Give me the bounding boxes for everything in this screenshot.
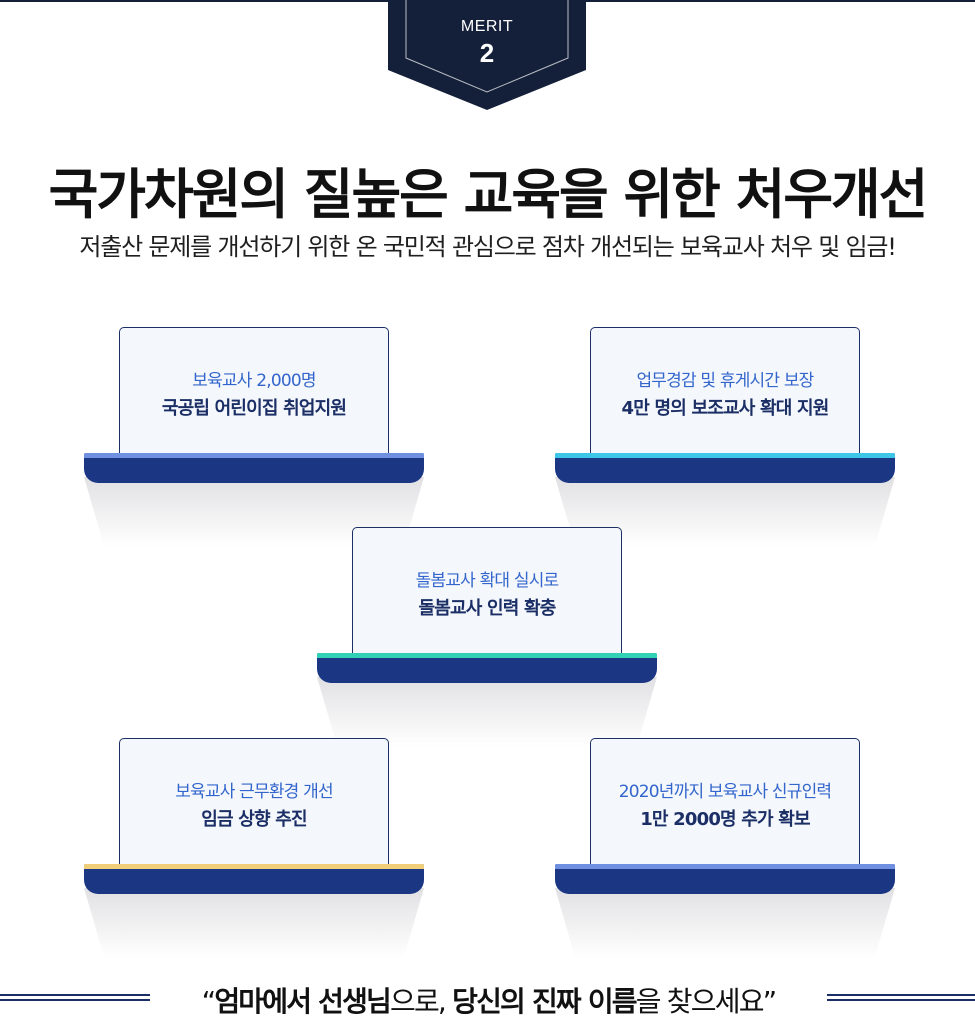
footer-slogan: “엄마에서 선생님으로, 당신의 진짜 이름을 찾으세요” — [0, 974, 975, 1018]
card-headline: 4만 명의 보조교사 확대 지원 — [621, 398, 830, 419]
card-stripe — [84, 864, 424, 869]
card-shadow — [317, 677, 657, 747]
benefit-card-5: 2020년까지 보육교사 신규인력 1만 2000명 추가 확보 — [555, 738, 895, 958]
card-stripe — [84, 453, 424, 458]
card-stripe — [555, 453, 895, 458]
card-base — [555, 864, 895, 894]
badge-label: MERIT — [460, 18, 514, 35]
badge-shape — [388, 0, 586, 110]
card-base — [555, 453, 895, 483]
benefit-card-2: 업무경감 및 휴게시간 보장 4만 명의 보조교사 확대 지원 — [555, 327, 895, 547]
benefit-card-3: 돌봄교사 확대 실시로 돌봄교사 인력 확충 — [317, 527, 657, 747]
card-paper: 보육교사 2,000명 국공립 어린이집 취업지원 — [119, 327, 389, 457]
card-base — [317, 653, 657, 683]
card-paper: 업무경감 및 휴게시간 보장 4만 명의 보조교사 확대 지원 — [590, 327, 860, 457]
card-headline: 1만 2000명 추가 확보 — [640, 809, 810, 830]
slogan-part-4: 을 찾으세요 — [635, 985, 765, 1018]
benefit-card-4: 보육교사 근무환경 개선 임금 상향 추진 — [84, 738, 424, 958]
card-caption: 보육교사 근무환경 개선 — [175, 782, 333, 802]
open-quote: “ — [201, 985, 216, 1018]
card-caption: 돌봄교사 확대 실시로 — [415, 571, 560, 591]
card-paper: 돌봄교사 확대 실시로 돌봄교사 인력 확충 — [352, 527, 622, 657]
card-shadow — [555, 888, 895, 958]
card-headline: 돌봄교사 인력 확충 — [418, 598, 556, 619]
subtitle: 저출산 문제를 개선하기 위한 온 국민적 관심으로 점차 개선되는 보육교사 … — [79, 233, 897, 261]
merit-badge: MERIT 2 — [388, 0, 586, 110]
card-caption: 업무경감 및 휴게시간 보장 — [636, 371, 814, 391]
card-base — [84, 453, 424, 483]
slogan-text: “엄마에서 선생님으로, 당신의 진짜 이름을 찾으세요” — [150, 980, 827, 1018]
card-stripe — [555, 864, 895, 869]
card-headline: 임금 상향 추진 — [201, 809, 307, 830]
main-title: 국가차원의 질높은 교육을 위한 처우개선 — [48, 163, 929, 226]
badge-number: 2 — [479, 38, 495, 68]
card-paper: 보육교사 근무환경 개선 임금 상향 추진 — [119, 738, 389, 868]
card-caption: 보육교사 2,000명 — [192, 371, 316, 391]
card-caption: 2020년까지 보육교사 신규인력 — [618, 782, 832, 802]
card-shadow — [84, 888, 424, 958]
card-stripe — [317, 653, 657, 658]
card-headline: 국공립 어린이집 취업지원 — [161, 398, 347, 419]
slogan-part-1: 엄마에서 선생님 — [214, 985, 391, 1018]
slogan-part-3: 당신의 진짜 이름 — [452, 985, 637, 1018]
slogan-part-2: 으로, — [390, 985, 453, 1018]
benefit-card-1: 보육교사 2,000명 국공립 어린이집 취업지원 — [84, 327, 424, 547]
divider-right — [827, 994, 975, 1001]
divider-left — [0, 994, 150, 1001]
close-quote: ” — [762, 985, 777, 1018]
card-base — [84, 864, 424, 894]
card-paper: 2020년까지 보육교사 신규인력 1만 2000명 추가 확보 — [590, 738, 860, 868]
